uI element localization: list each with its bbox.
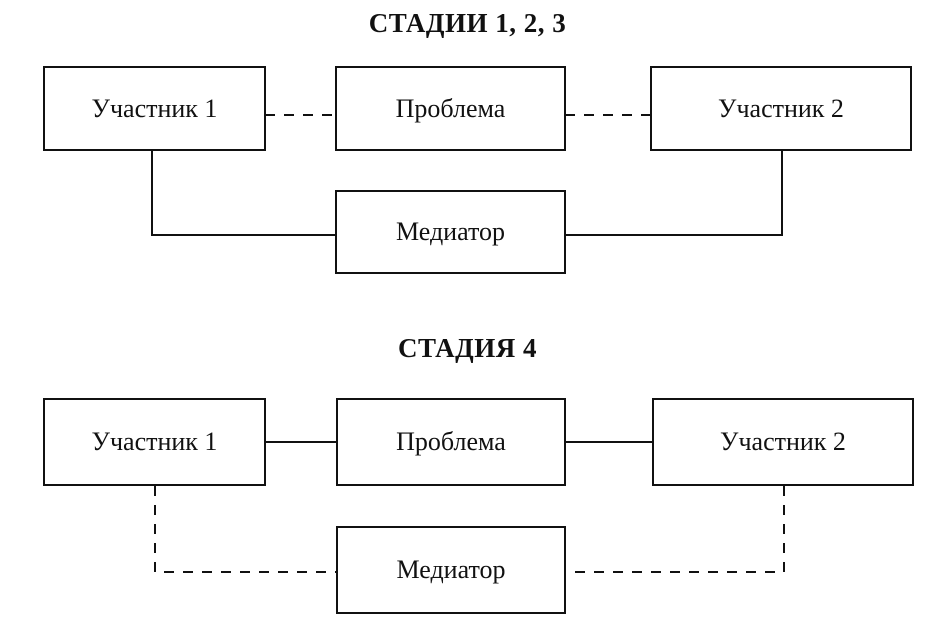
stage-b-link-p2-mediator (565, 486, 785, 573)
stage-b-mediator-box: Медиатор (336, 526, 566, 614)
stage-a-participant-2-label: Участник 2 (718, 93, 844, 123)
stage-b-link-p1-mediator (154, 486, 337, 573)
stage-a-title: СТАДИИ 1, 2, 3 (368, 8, 567, 38)
stage-a-participant-1-label: Участник 1 (91, 93, 218, 123)
stage-a-participant-1-box: Участник 1 (43, 66, 266, 151)
stage-a-problem-label: Проблема (395, 93, 506, 123)
stage-b-mediator-label: Медиатор (396, 555, 506, 584)
stage-b-problem-label: Проблема (396, 427, 506, 456)
stage-a-problem-box: Проблема (335, 66, 566, 151)
stage-a-mediator-box: Медиатор (335, 190, 566, 274)
stage-b-title: СТАДИЯ 4 (398, 333, 537, 363)
stage-a-participant-2-box: Участник 2 (650, 66, 912, 151)
stage-a-mediator-label: Медиатор (395, 217, 505, 246)
stage-b-participant-2-box: Участник 2 (652, 398, 914, 486)
stage-a-link-p2-mediator (565, 149, 783, 236)
stage-b-participant-1-box: Участник 1 (43, 398, 266, 486)
stage-b-participant-1-label: Участник 1 (91, 427, 218, 456)
stage-b-participant-2-label: Участник 2 (720, 427, 846, 456)
stage-b-problem-box: Проблема (336, 398, 566, 486)
stage-a-link-p1-mediator (151, 149, 336, 236)
